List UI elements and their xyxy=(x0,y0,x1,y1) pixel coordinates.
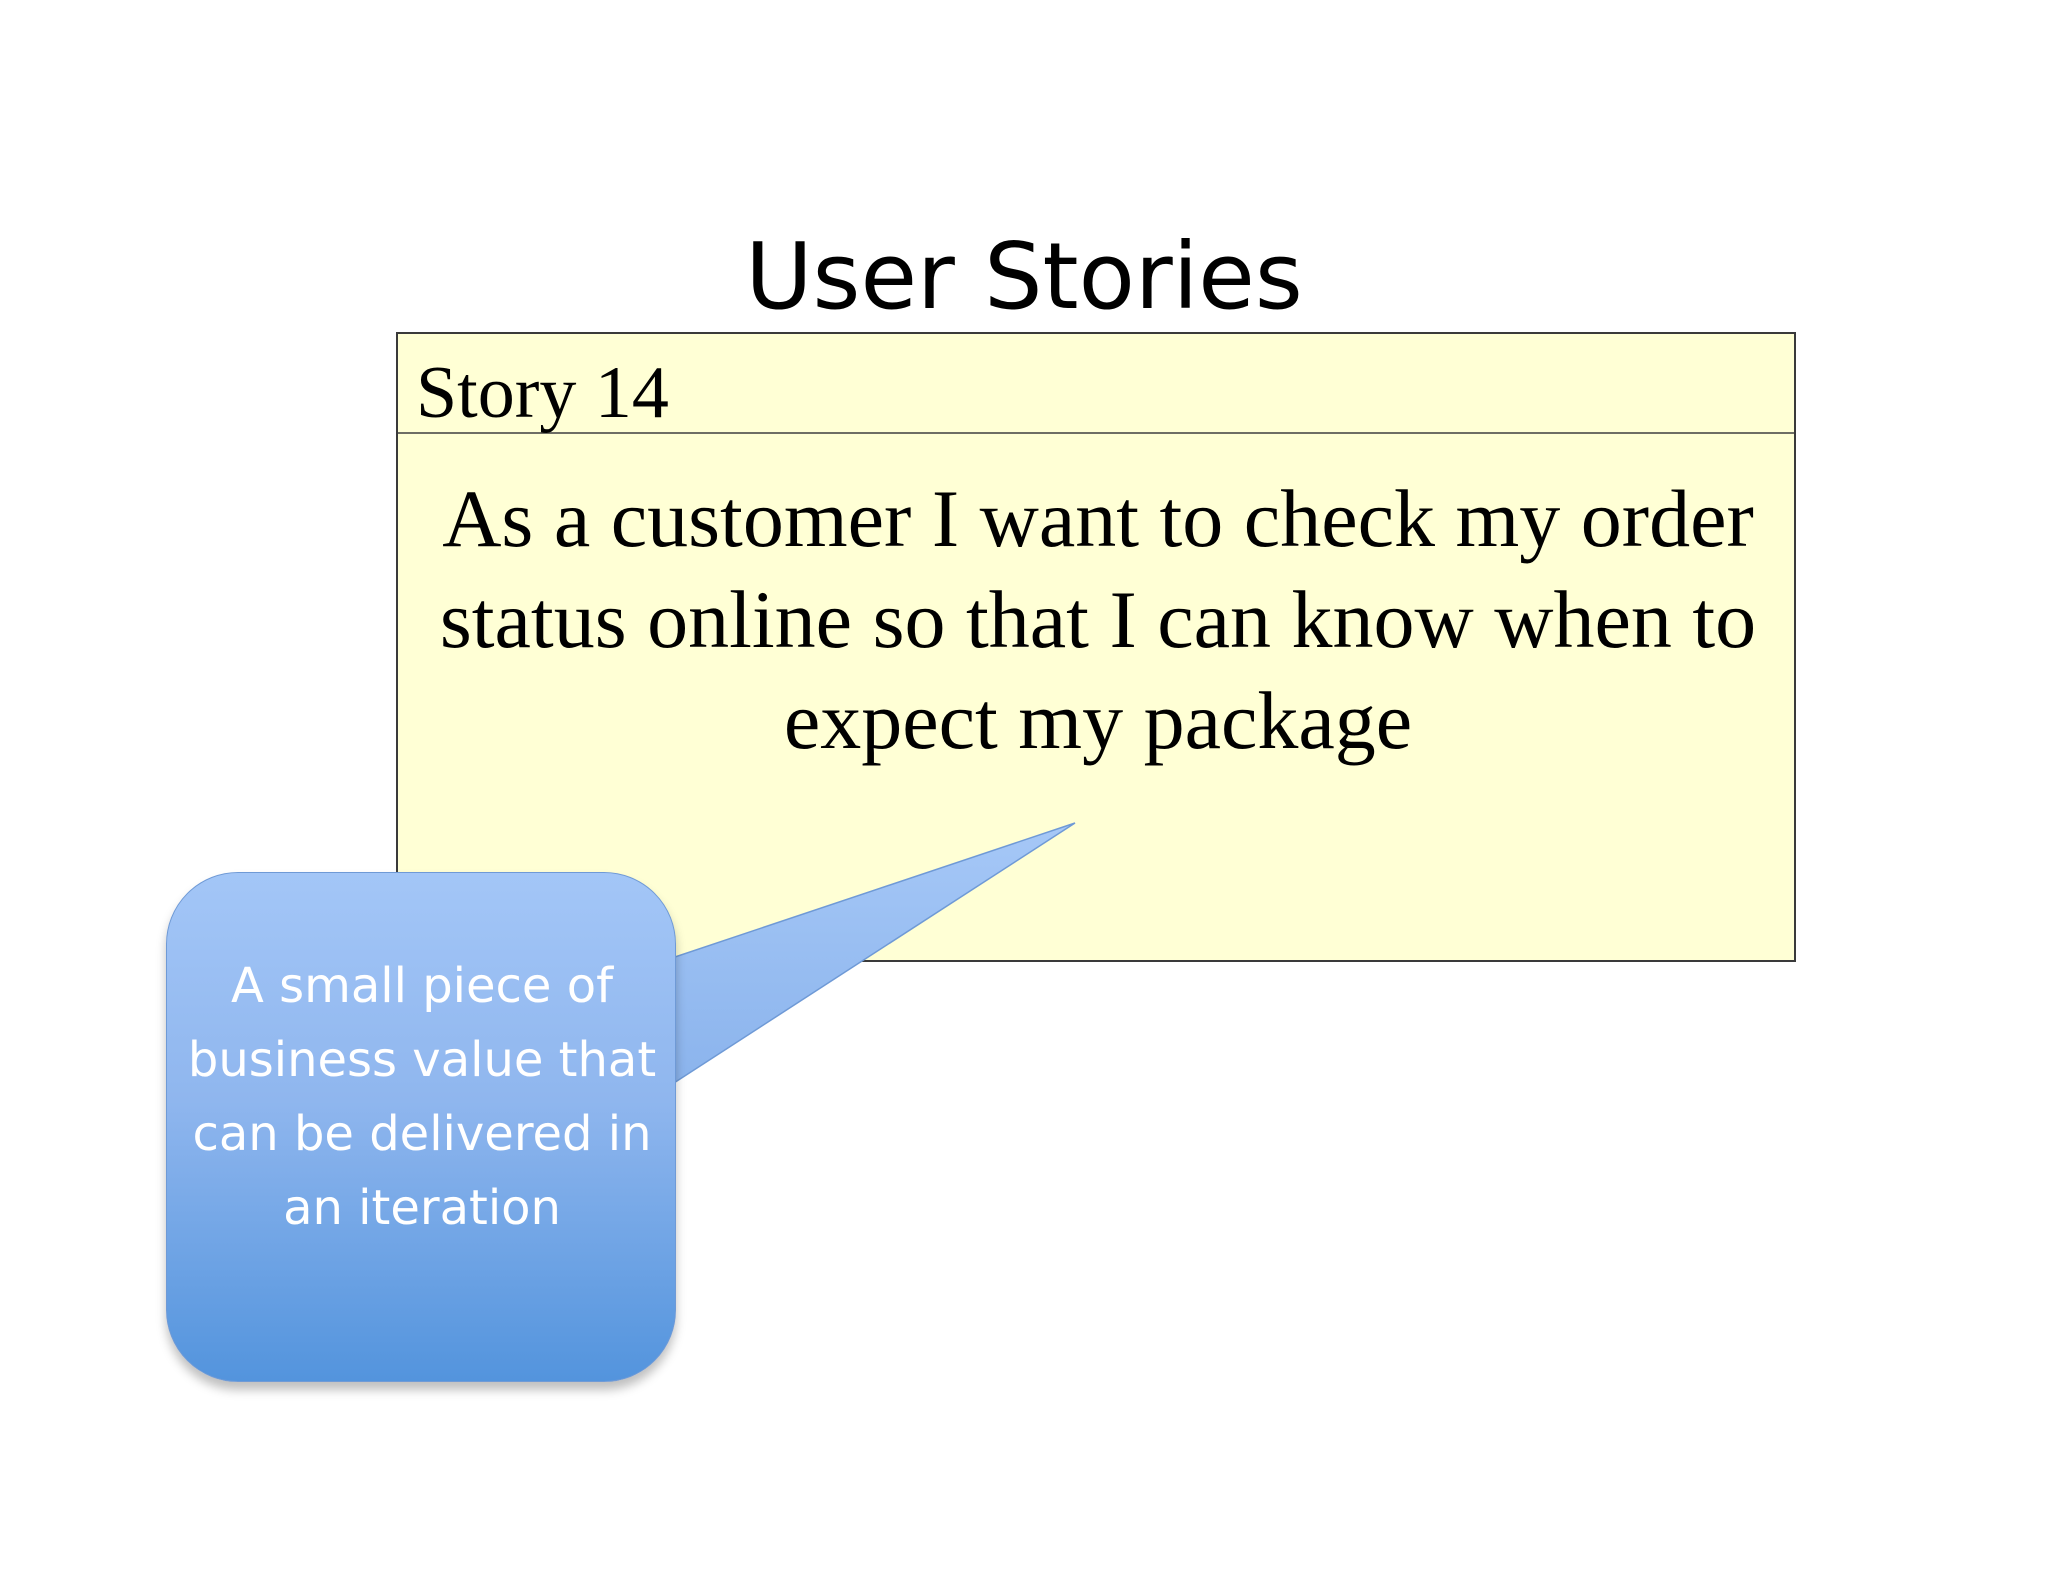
story-id-label: Story 14 xyxy=(416,352,669,434)
callout-bubble: A small piece of business value that can… xyxy=(166,872,676,1382)
callout-text: A small piece of business value that can… xyxy=(187,958,657,1236)
story-card-header: Story 14 xyxy=(398,334,1794,434)
story-statement: As a customer I want to check my order s… xyxy=(439,473,1757,766)
story-card: Story 14 As a customer I want to check m… xyxy=(396,332,1796,962)
slide-title: User Stories xyxy=(745,223,1303,330)
